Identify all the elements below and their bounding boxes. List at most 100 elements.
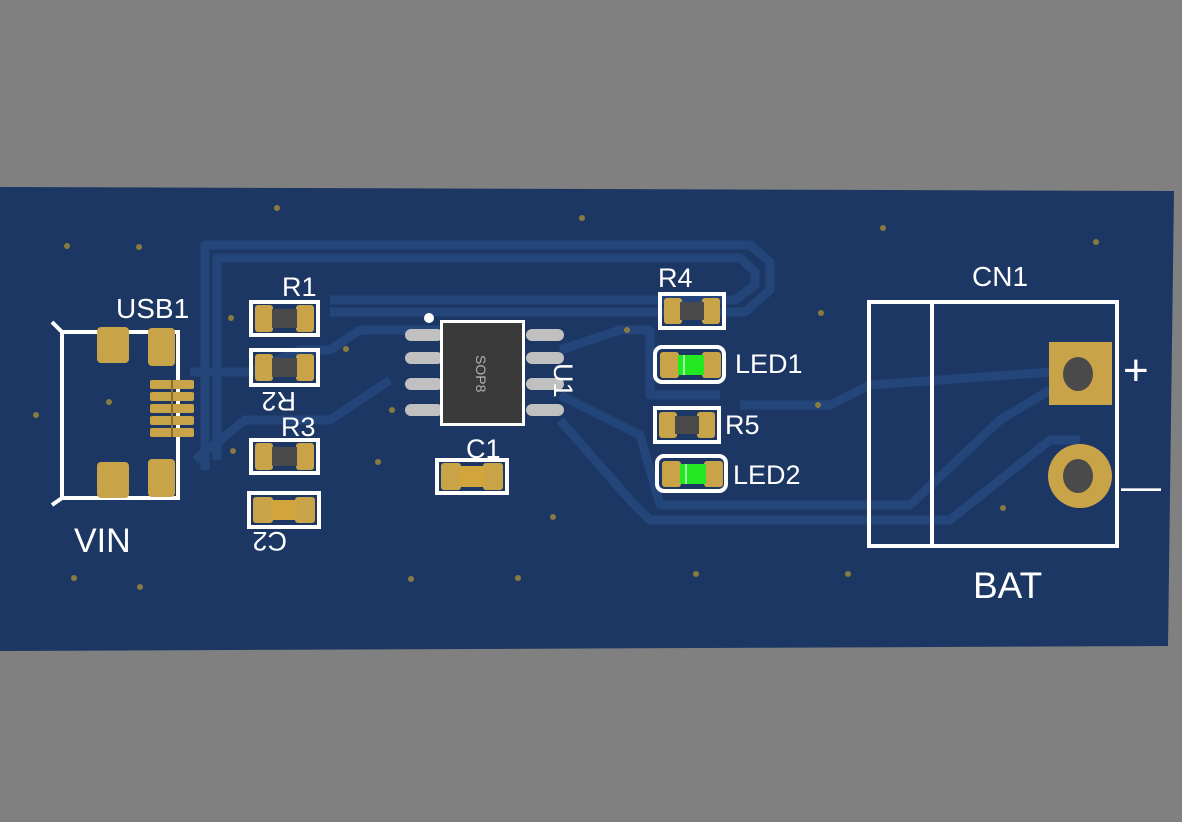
c2-pad <box>253 497 273 523</box>
via <box>64 243 70 249</box>
label-c1: C1 <box>466 434 501 464</box>
usb1-pad <box>97 462 129 498</box>
led2 <box>655 454 728 493</box>
r5-body <box>675 416 699 434</box>
trace-inner-loop <box>212 253 760 460</box>
via <box>375 459 381 465</box>
via <box>1093 239 1099 245</box>
via <box>106 399 112 405</box>
label-usb1: USB1 <box>116 293 189 324</box>
r2-pad <box>296 354 314 381</box>
cn1-connector <box>867 300 1119 548</box>
r1-pad <box>296 305 314 332</box>
usb1-pad <box>97 327 129 363</box>
u1-pin <box>405 352 443 364</box>
usb1-pad <box>148 459 175 497</box>
r2-outline <box>249 348 320 387</box>
via <box>274 205 280 211</box>
c2-outline <box>247 491 321 529</box>
label-u1: U1 <box>548 363 578 398</box>
via <box>228 315 234 321</box>
via <box>550 514 556 520</box>
cn1-hole-minus <box>1063 459 1093 493</box>
trace-led-route <box>558 325 720 400</box>
c1-outline <box>435 458 509 495</box>
led2-pad <box>704 461 723 487</box>
r2-resistor <box>249 348 320 387</box>
led1-pad <box>702 352 721 378</box>
label-plus: + <box>1123 346 1149 395</box>
r4-resistor <box>658 292 726 330</box>
r4-body <box>680 302 704 320</box>
r5-resistor <box>653 406 721 444</box>
cn1-outline <box>867 300 1119 548</box>
trace-battery-plus <box>740 365 1081 410</box>
led1-outline <box>653 345 726 384</box>
via <box>815 402 821 408</box>
via <box>845 571 851 577</box>
usb1-outline <box>50 320 180 507</box>
led2-outline <box>655 454 728 493</box>
c1-capacitor <box>435 458 509 495</box>
led1 <box>653 345 726 384</box>
label-r4: R4 <box>658 263 693 293</box>
label-led1: LED1 <box>735 349 803 379</box>
label-r5: R5 <box>725 410 760 440</box>
via <box>71 575 77 581</box>
r2-pad <box>255 354 273 381</box>
r1-outline <box>249 300 320 337</box>
u1-pin <box>405 329 443 341</box>
label-cn1: CN1 <box>972 261 1028 292</box>
via <box>693 571 699 577</box>
label-r1: R1 <box>282 272 317 302</box>
label-r3: R3 <box>281 412 316 442</box>
via <box>230 448 236 454</box>
label-c2: C2 <box>252 526 287 556</box>
label-vin: VIN <box>74 522 131 560</box>
label-r2: R2 <box>261 386 296 416</box>
c2-body <box>271 500 297 520</box>
u1-pin <box>526 329 564 341</box>
led2-pad <box>662 461 681 487</box>
via <box>343 346 349 352</box>
u1-pin <box>526 352 564 364</box>
r3-pad <box>296 443 314 470</box>
via <box>1000 505 1006 511</box>
r1-body <box>272 309 297 328</box>
r3-outline <box>249 438 320 475</box>
u1-ic <box>405 313 564 426</box>
r1-pad <box>255 305 273 332</box>
label-led2: LED2 <box>733 460 801 490</box>
label-sop8: SOP8 <box>473 355 489 393</box>
via <box>515 575 521 581</box>
via <box>624 327 630 333</box>
r3-resistor <box>249 438 320 475</box>
u1-pin <box>405 378 443 390</box>
trace-outer-loop <box>200 240 775 470</box>
u1-pin1-marker <box>424 313 434 323</box>
via <box>137 584 143 590</box>
c1-pad <box>483 463 503 490</box>
c2-capacitor <box>247 491 321 529</box>
usb1-pad <box>148 328 175 366</box>
label-minus: — <box>1121 465 1161 509</box>
r3-pad <box>255 443 273 470</box>
r4-pad <box>664 298 682 324</box>
via <box>33 412 39 418</box>
r5-pad <box>697 412 715 438</box>
r4-outline <box>658 292 726 330</box>
trace-right-cross <box>556 417 1080 525</box>
vias <box>33 205 1099 590</box>
u1-pin <box>405 404 443 416</box>
via <box>136 244 142 250</box>
led1-pad <box>660 352 679 378</box>
via <box>880 225 886 231</box>
led2-body <box>680 464 706 484</box>
u1-pin <box>526 404 564 416</box>
c1-body <box>459 466 485 487</box>
label-bat: BAT <box>973 565 1042 606</box>
r4-pad <box>702 298 720 324</box>
u1-pin <box>526 378 564 390</box>
via <box>818 310 824 316</box>
